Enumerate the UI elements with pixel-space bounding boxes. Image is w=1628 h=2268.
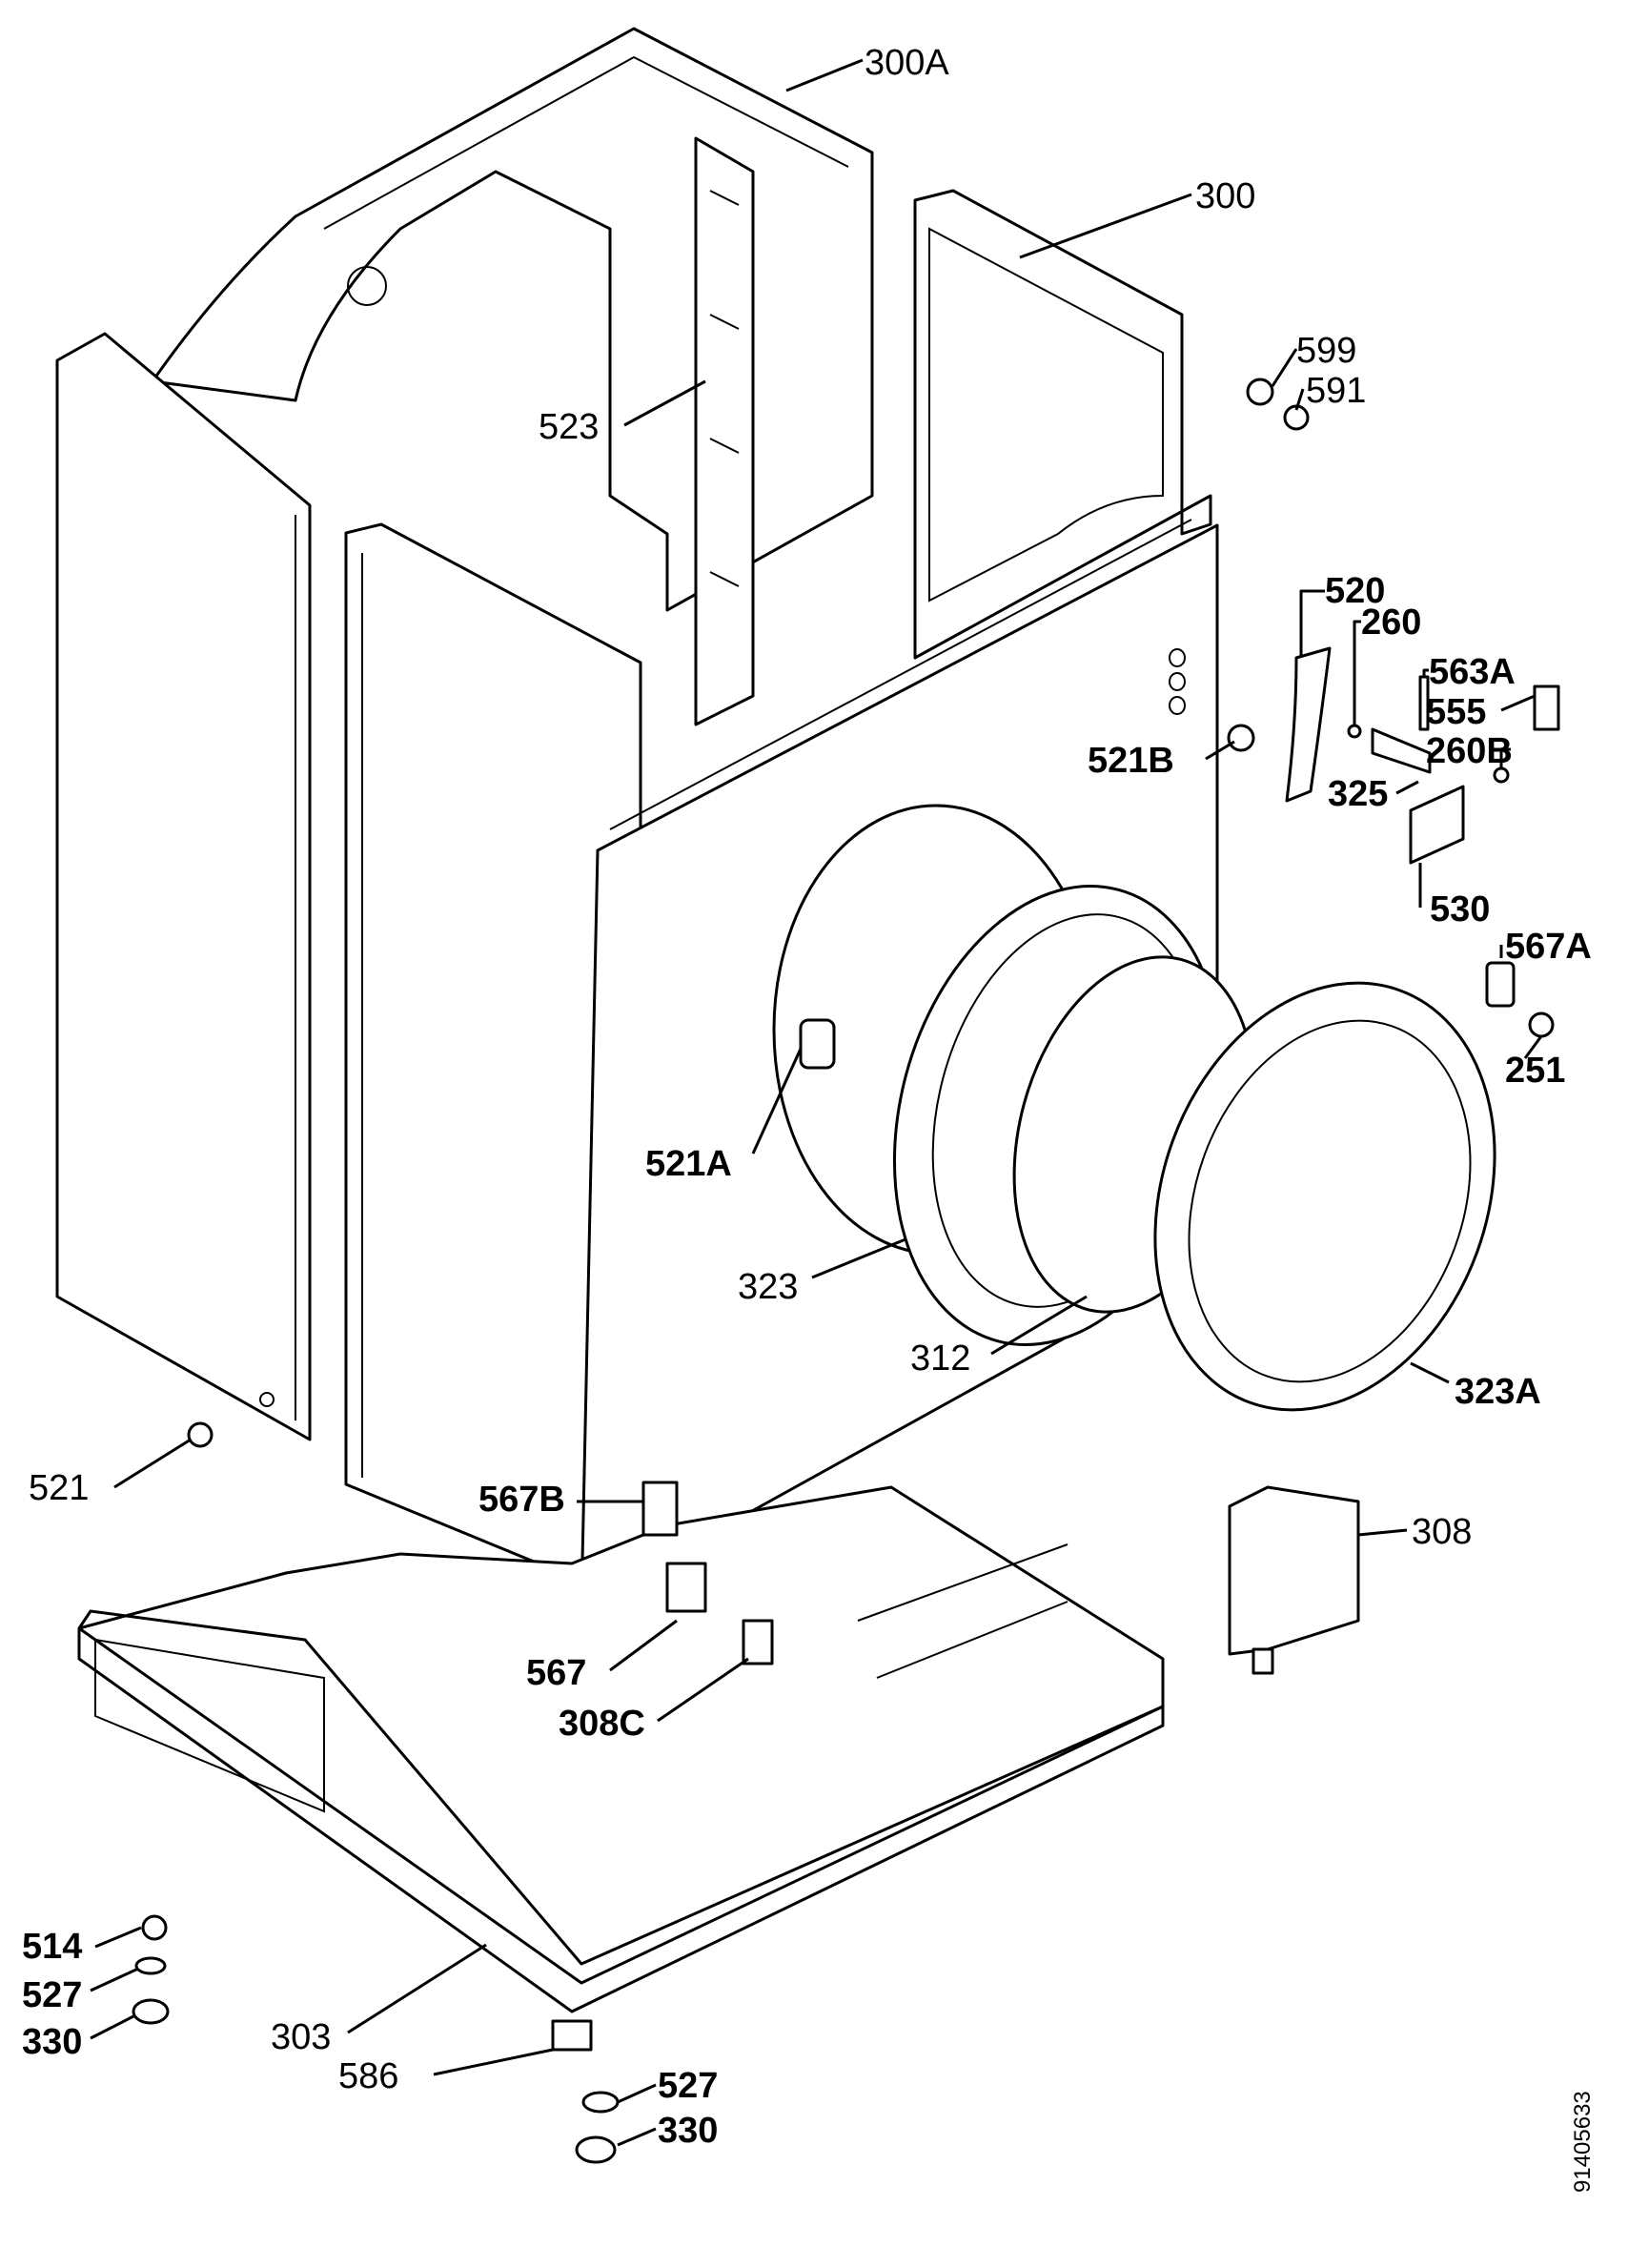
label-567: 567 (526, 1653, 586, 1693)
rear-frame-300a (151, 27, 874, 612)
part-586 (551, 2019, 593, 2052)
part-521b (1227, 724, 1255, 752)
part-330a (132, 1998, 170, 2025)
label-520: 520 (1325, 571, 1385, 611)
part-567a (1485, 961, 1516, 1008)
label-563a: 563A (1429, 652, 1516, 692)
label-323: 323 (738, 1267, 798, 1307)
leader-lines (90, 58, 1543, 2147)
door-lock-parts (1227, 378, 1560, 865)
feet-parts (132, 1421, 620, 2164)
left-side-panel (55, 332, 312, 1441)
label-523: 523 (539, 407, 599, 447)
drum-ring-323 (892, 885, 1256, 1346)
label-527: 527 (22, 1975, 82, 2015)
label-260: 260 (1361, 603, 1421, 643)
rear-bracket-523 (694, 136, 755, 726)
part-521 (187, 1421, 214, 1448)
label-521a: 521A (645, 1144, 732, 1184)
part-521a (799, 1018, 836, 1070)
label-521: 521 (29, 1468, 89, 1508)
label-323a: 323A (1455, 1372, 1541, 1412)
drawing-number: 91405633 (1570, 2091, 1596, 2193)
hinge-308 (1228, 1485, 1360, 1675)
label-308: 308 (1412, 1512, 1472, 1552)
part-555 (1533, 684, 1560, 731)
label-300a: 300A (865, 43, 949, 83)
label-514: 514 (22, 1927, 82, 1967)
part-567 (665, 1562, 707, 1613)
base-frame-303 (77, 1481, 1165, 2013)
label-251: 251 (1505, 1051, 1565, 1091)
label-325: 325 (1328, 774, 1388, 814)
label-586: 586 (338, 2056, 398, 2096)
label-555: 555 (1426, 692, 1486, 732)
label-599: 599 (1296, 331, 1356, 371)
part-567b (641, 1481, 679, 1537)
label-567b: 567B (478, 1480, 565, 1520)
label-312: 312 (910, 1338, 970, 1379)
label-330-lower: 330 (658, 2111, 718, 2151)
part-260 (1347, 724, 1362, 739)
part-527a (134, 1956, 167, 1975)
side-panel-300 (913, 189, 1212, 660)
door-323a (1153, 961, 1555, 1412)
part-330b (575, 2135, 617, 2164)
part-530 (1409, 785, 1465, 865)
part-514 (141, 1914, 168, 1941)
part-308c (742, 1619, 774, 1665)
label-527-lower: 527 (658, 2066, 718, 2106)
part-325 (1371, 727, 1432, 774)
label-521b: 521B (1088, 741, 1174, 781)
label-300: 300 (1195, 176, 1255, 216)
part-251 (1528, 1011, 1555, 1038)
label-308c: 308C (559, 1704, 645, 1744)
label-330: 330 (22, 2022, 82, 2062)
label-567a: 567A (1505, 927, 1592, 967)
part-599 (1246, 378, 1274, 406)
part-527b (581, 2091, 620, 2114)
label-303: 303 (271, 2017, 331, 2057)
label-530: 530 (1430, 889, 1490, 930)
label-591: 591 (1306, 371, 1366, 411)
label-260b: 260B (1426, 731, 1513, 771)
part-520 (1285, 646, 1332, 803)
